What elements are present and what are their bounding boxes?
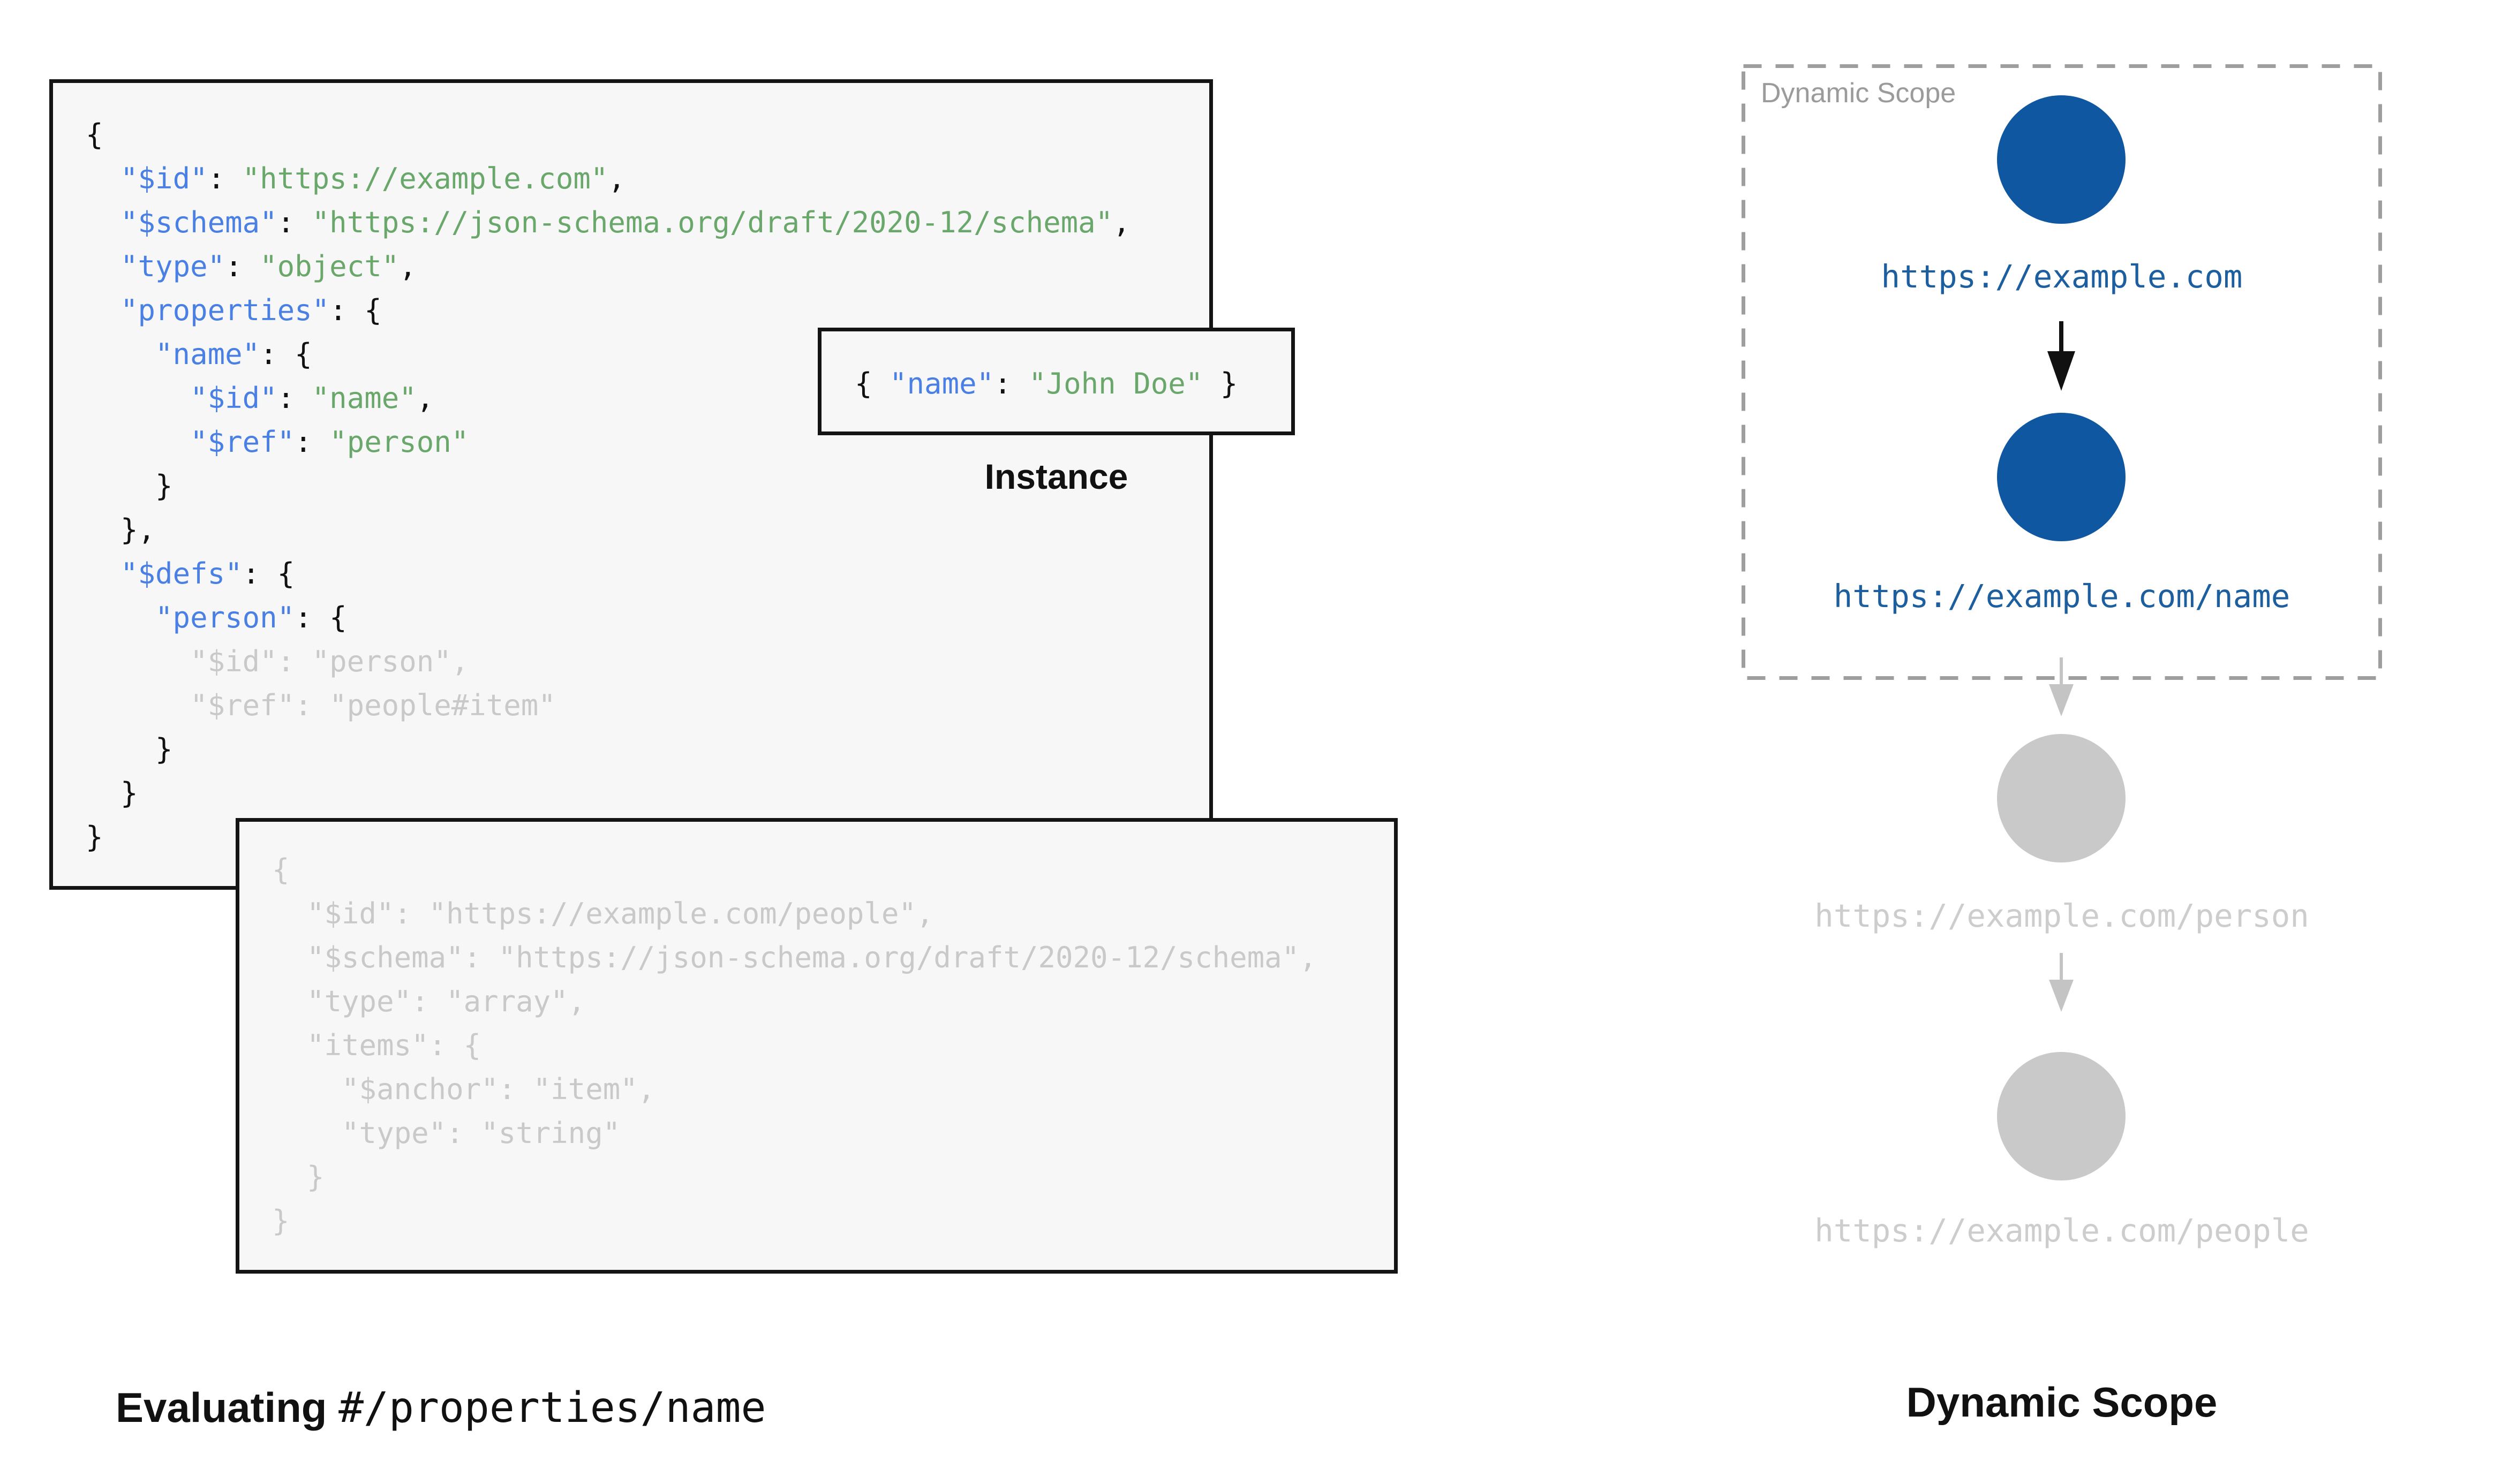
schema-people-code: { "$id": "https://example.com/people", "… <box>272 853 1317 1238</box>
schema-people-box: { "$id": "https://example.com/people", "… <box>236 818 1398 1274</box>
schema-main-code: { "$id": "https://example.com", "$schema… <box>86 118 1131 854</box>
scope-node-circle-example-com-person <box>1997 734 2126 862</box>
scope-node-url-example-com: https://example.com <box>1881 258 2243 295</box>
scope-node-circle-example-com-people <box>1997 1052 2126 1180</box>
scope-node-circle-example-com-name <box>1997 413 2126 541</box>
arrow-down-gray-icon <box>2049 953 2074 1012</box>
scope-node-circle-example-com <box>1997 95 2126 224</box>
dynamic-scope-inner-label: Dynamic Scope <box>1761 78 1956 109</box>
arrow-down-gray-icon <box>2049 657 2074 716</box>
evaluating-caption-pointer: #/properties/name <box>338 1384 766 1432</box>
instance-box: { "name": "John Doe" } <box>818 328 1295 435</box>
evaluating-caption-bold: Evaluating <box>116 1384 339 1431</box>
dynamic-scope-caption: Dynamic Scope <box>1906 1379 2218 1426</box>
scope-node-url-example-com-person: https://example.com/person <box>1814 897 2309 934</box>
instance-label: Instance <box>984 457 1128 496</box>
scope-node-url-example-com-people: https://example.com/people <box>1814 1212 2309 1249</box>
evaluating-caption: Evaluating #/properties/name <box>116 1384 766 1432</box>
dynamic-scope-boundary <box>1742 64 2382 680</box>
scope-node-url-example-com-name: https://example.com/name <box>1833 578 2290 615</box>
arrow-down-icon <box>2047 321 2075 391</box>
schema-main-box: { "$id": "https://example.com", "$schema… <box>49 79 1213 890</box>
instance-code: { "name": "John Doe" } <box>855 367 1238 400</box>
